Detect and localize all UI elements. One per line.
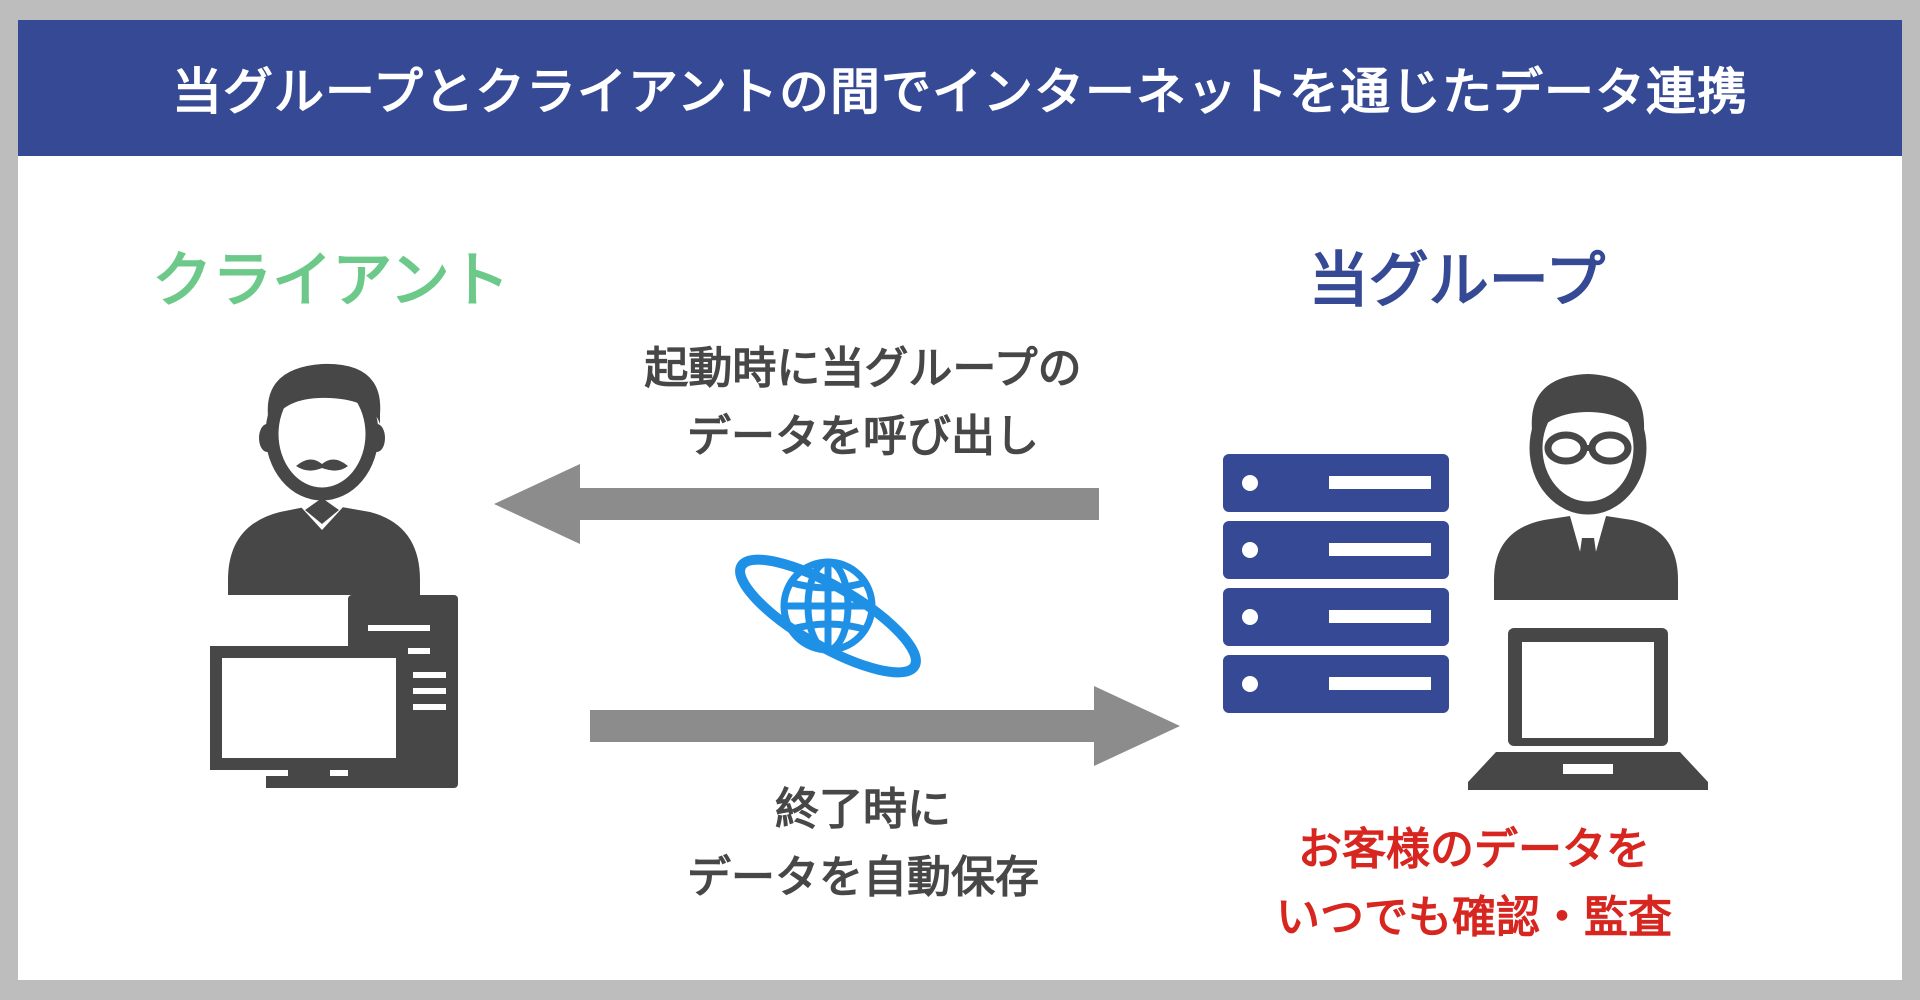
arrow-to-group	[590, 686, 1180, 766]
group-note: お客様のデータを いつでも確認・監査	[1276, 816, 1672, 952]
businessman-with-glasses-icon	[1494, 374, 1678, 600]
desktop-computer-icon	[210, 595, 458, 788]
load-caption: 起動時に当グループの データを呼び出し	[644, 335, 1081, 471]
title-banner: 当グループとクライアントの間でインターネットを通じたデータ連携	[18, 20, 1902, 156]
group-note-line1: お客様のデータを	[1298, 824, 1650, 875]
save-caption: 終了時に データを自動保存	[687, 776, 1039, 912]
save-caption-line1: 終了時に	[775, 784, 951, 835]
group-label: 当グループ	[1308, 246, 1606, 316]
save-caption-line2: データを自動保存	[687, 852, 1039, 903]
diagram-canvas: 当グループとクライアントの間でインターネットを通じたデータ連携	[18, 20, 1902, 980]
client-label: クライアント	[152, 246, 510, 316]
load-caption-line1: 起動時に当グループの	[644, 343, 1082, 394]
laptop-icon	[1468, 628, 1708, 790]
arrow-to-client	[494, 464, 1099, 544]
server-rack-icon	[1223, 454, 1449, 713]
load-caption-line2: データを呼び出し	[686, 411, 1039, 462]
mustached-man-icon	[228, 363, 420, 595]
diagram-art	[210, 363, 1708, 790]
page-title: 当グループとクライアントの間でインターネットを通じたデータ連携	[172, 63, 1748, 121]
globe-orbit-icon	[735, 554, 921, 678]
group-note-line2: いつでも確認・監査	[1276, 892, 1672, 943]
